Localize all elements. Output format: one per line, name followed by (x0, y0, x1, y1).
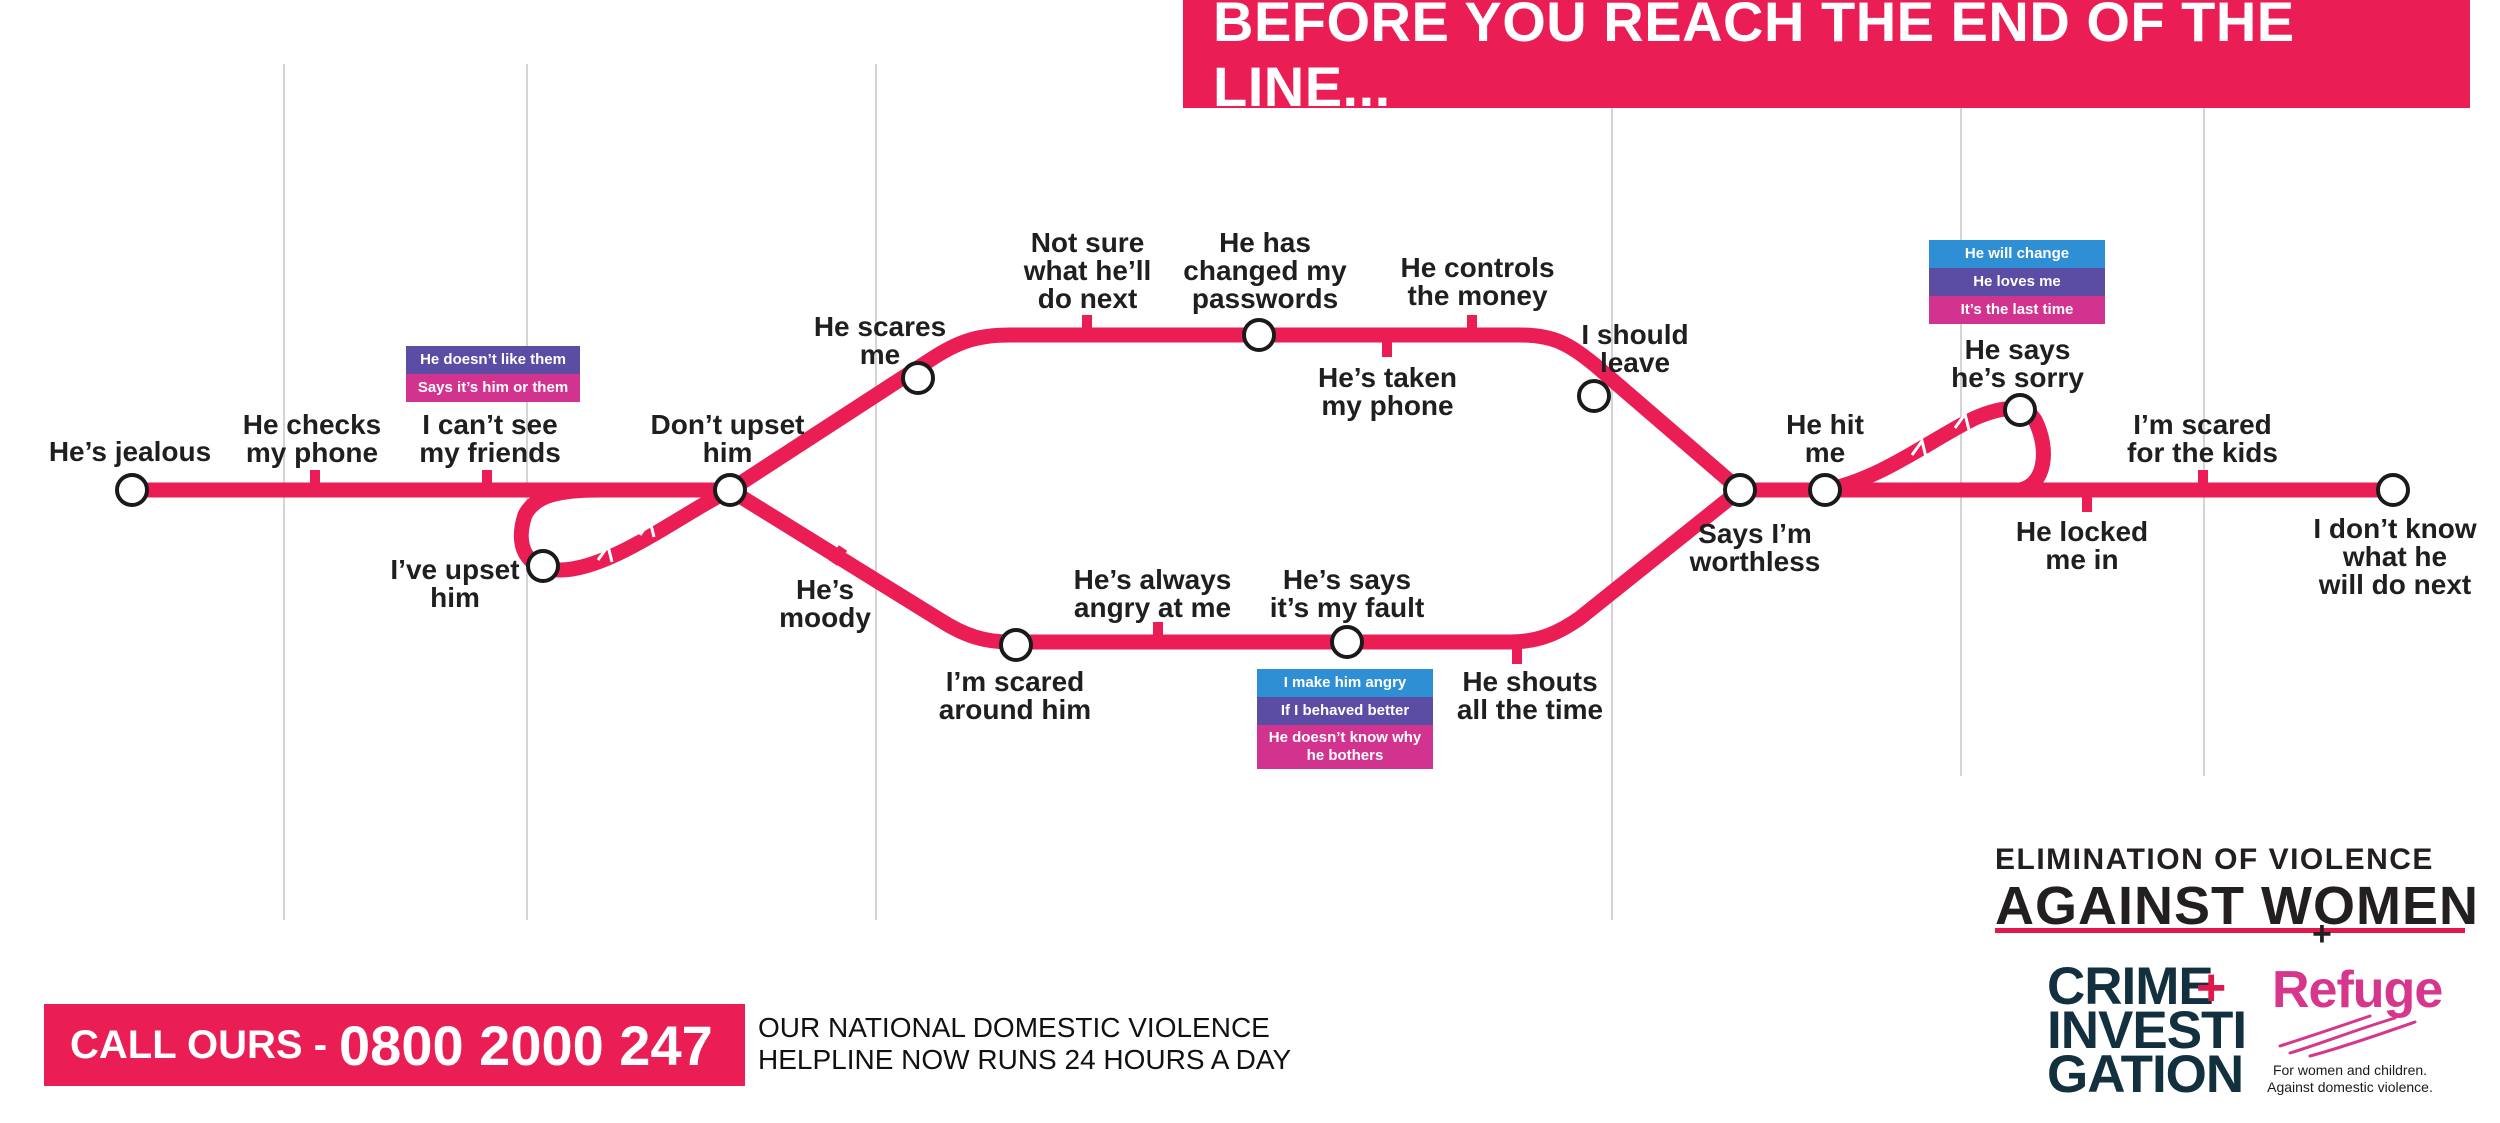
tag-behaved-better: If I behaved better (1257, 697, 1433, 725)
refuge-logo: Refuge (2272, 961, 2443, 1019)
helpline-call-box[interactable]: CALL OURS - 0800 2000 247 (44, 1004, 745, 1086)
tag-doesnt-like-them: He doesn’t like them (406, 346, 580, 374)
stop-label-moody: He’s moody (779, 574, 871, 633)
tag-will-change: He will change (1929, 240, 2105, 268)
station-jealous (115, 473, 149, 507)
station-upset-him (526, 549, 560, 583)
page-title: BEFORE YOU REACH THE END OF THE LINE... (1183, 0, 2470, 118)
crime-investigation-logo: CRIME INVESTI GATION (2047, 957, 2247, 1104)
station-sorry (2003, 393, 2037, 427)
station-should-leave (1577, 379, 1611, 413)
direction-arrow (638, 517, 656, 538)
helpline-description: OUR NATIONAL DOMESTIC VIOLENCE HELPLINE … (758, 1012, 1292, 1075)
helpline-number[interactable]: 0800 2000 247 (339, 1013, 713, 1077)
tag-doesnt-know-why: He doesn’t know why he bothers (1257, 725, 1433, 769)
tag-loves-me: He loves me (1929, 268, 2105, 296)
stop-label-not-sure: Not sure what he’ll do next (1023, 227, 1152, 314)
station-dont-know (2376, 473, 2410, 507)
stop-label-controls-money: He controls the money (1400, 252, 1555, 311)
divider-line (875, 64, 877, 920)
stop-label-passwords: He has changed my passwords (1183, 227, 1347, 314)
stop-label-dont-upset: Don’t upset him (650, 409, 805, 468)
lower-route-line (722, 482, 1748, 650)
stop-label-worthless: Says I’m worthless (1689, 518, 1821, 577)
tag-him-or-them: Says it’s him or them (406, 374, 580, 402)
divider-line (1960, 108, 1962, 776)
station-dont-upset (713, 473, 747, 507)
stop-label-always-angry: He’s always angry at me (1073, 564, 1232, 623)
tag-make-him-angry: I make him angry (1257, 669, 1433, 697)
stop-label-scared-kids: I’m scared for the kids (2127, 409, 2278, 468)
stop-label-should-leave: I should leave (1581, 319, 1689, 378)
refuge-tagline: For women and children. Against domestic… (2267, 1062, 2433, 1095)
direction-arrow (596, 542, 614, 563)
station-scares-me (901, 361, 935, 395)
divider-line (1611, 108, 1613, 920)
stop-tick (828, 545, 848, 566)
divider-line (2203, 108, 2205, 776)
stop-label-shouts: He shouts all the time (1456, 666, 1604, 725)
stop-label-dont-know: I don’t know what he will do next (2313, 513, 2477, 600)
stop-label-my-fault: He’s says it’s my fault (1269, 564, 1425, 623)
refuge-house-icon (2278, 1014, 2417, 1058)
evaw-logo-rule (1995, 928, 2465, 933)
plus-icon: + (2196, 959, 2227, 1017)
tag-last-time: It’s the last time (1929, 296, 2105, 324)
stop-label-checks-phone: He checks my phone (242, 409, 382, 468)
stop-label-cant-see-friends: I can’t see my friends (419, 409, 561, 468)
venus-cross-icon: + (2312, 915, 2332, 953)
evaw-logo: ELIMINATION OF VIOLENCE AGAINST WOMEN (1995, 843, 2479, 937)
station-hit-me (1808, 473, 1842, 507)
station-my-fault (1330, 625, 1364, 659)
loop-route-line (1817, 401, 2051, 498)
station-scared-around (999, 628, 1033, 662)
station-passwords (1242, 318, 1276, 352)
evaw-logo-line1: ELIMINATION OF VIOLENCE (1995, 843, 2434, 876)
direction-arrow (1910, 437, 1928, 458)
call-prefix: CALL OURS - (70, 1022, 328, 1067)
direction-arrow (1953, 410, 1971, 431)
station-worthless (1723, 473, 1757, 507)
stop-label-sorry: He says he’s sorry (1951, 334, 2084, 393)
stop-label-hit-me: He hit me (1786, 409, 1864, 468)
stop-label-scared-around: I’m scared around him (938, 666, 1092, 725)
stop-label-scares-me: He scares me (813, 311, 947, 370)
stop-label-taken-phone: He’s taken my phone (1317, 362, 1458, 421)
evaw-logo-line2: AGAINST WOMEN (1995, 876, 2479, 936)
stop-label-locked-in: He locked me in (2015, 516, 2149, 575)
stop-label-jealous: He’s jealous (48, 436, 212, 467)
stop-label-upset-him: I’ve upset him (390, 554, 520, 613)
